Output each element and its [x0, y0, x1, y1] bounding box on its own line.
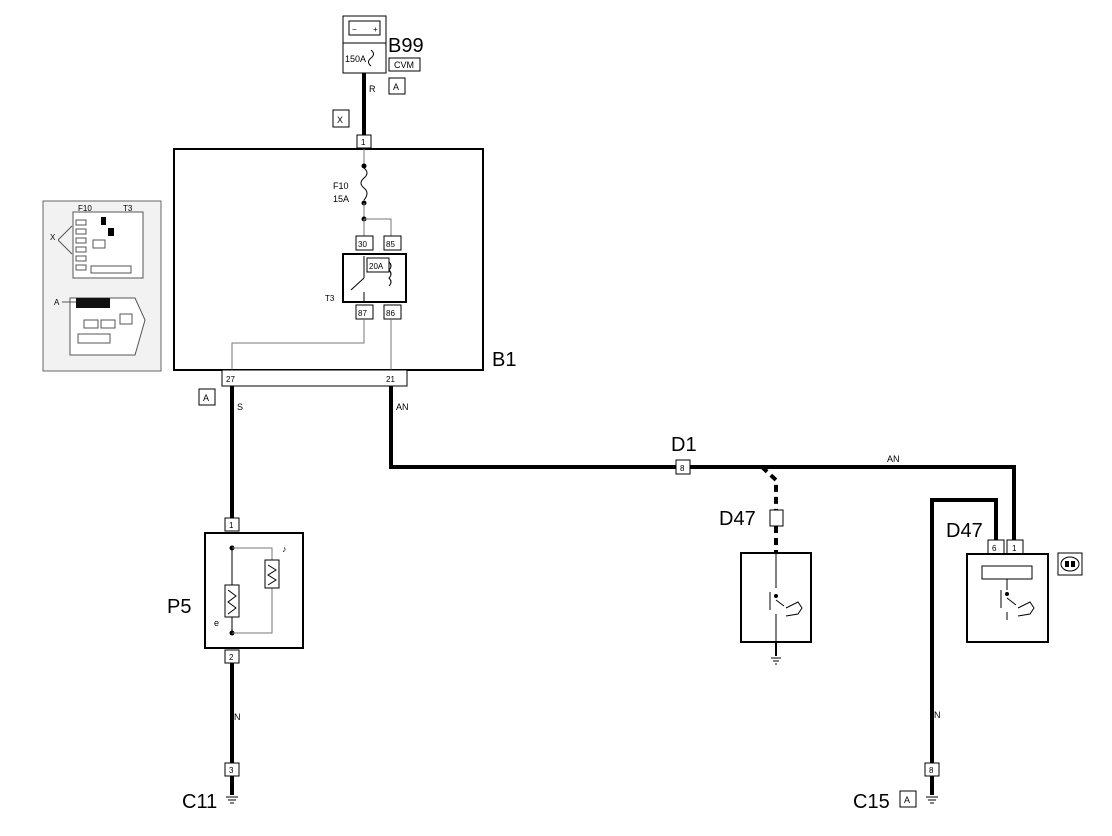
ref-a: A [203, 393, 209, 403]
relay-rating: 20A [369, 262, 384, 271]
relay-t3-label: T3 [325, 294, 335, 303]
ref-x: X [337, 115, 343, 125]
ref-a-box [198, 388, 216, 406]
wire-an2-label: AN [887, 454, 900, 464]
fuse-f10-label: F10 [333, 181, 349, 191]
wire-r-label: R [369, 84, 376, 94]
b1-pin-27: 27 [226, 375, 235, 384]
svg-text:−: − [352, 25, 357, 34]
c15-ref: A [904, 795, 910, 805]
c11-label: C11 [182, 791, 217, 813]
b1-pin-1: 1 [361, 138, 366, 147]
b1-pin-21: 21 [386, 375, 395, 384]
p5-label: P5 [167, 596, 191, 618]
relay-pin-87: 87 [358, 309, 367, 318]
c11-pin: 3 [229, 766, 234, 775]
b1-label: B1 [492, 349, 516, 371]
b1-fuse-box: B1 F10 15A 30 85 20A T3 87 86 [173, 148, 516, 371]
relay-pin-85: 85 [386, 240, 395, 249]
wire-n1-label: N [234, 712, 241, 722]
d1-pin: 8 [680, 464, 685, 473]
wire-n2-label: N [934, 710, 941, 720]
wire-an1-label: AN [396, 402, 409, 412]
inset-t3: T3 [123, 204, 133, 213]
c15-label: C15 [853, 791, 890, 813]
svg-text:+: + [373, 25, 378, 34]
wire-optional [760, 465, 778, 510]
d1-label: D1 [671, 434, 697, 456]
d47-left-label: D47 [719, 508, 756, 530]
d47-right-pin-1: 1 [1012, 544, 1017, 553]
d47-right-horn-switch [966, 553, 1049, 643]
b99-rating: 150A [345, 54, 366, 64]
ground-c15-icon [926, 796, 938, 804]
d47-right-pin-6: 6 [992, 544, 997, 553]
inset-f10: F10 [78, 204, 92, 213]
b99-ref: A [393, 82, 399, 92]
b99-tag: CVM [394, 60, 414, 70]
inset-x: X [50, 233, 56, 242]
inset-a: A [54, 298, 60, 307]
b1-connector [221, 369, 408, 387]
p5-symbol: e [214, 618, 219, 628]
p5-pin-1: 1 [229, 521, 234, 530]
d47-right-label: D47 [946, 520, 983, 542]
ground-c11-icon [226, 796, 238, 804]
connector-view-icon [1057, 552, 1083, 576]
relay-pin-86: 86 [386, 309, 395, 318]
relay-pin-30: 30 [358, 240, 367, 249]
b99-battery-block: − + 150A B99 CVM A R [342, 15, 424, 95]
p5-horn-relay: 1 ♪ e 2 P5 [167, 517, 304, 664]
wire-an [389, 386, 1016, 540]
fuse-f10-rating: 15A [333, 194, 349, 204]
b99-label: B99 [388, 35, 424, 57]
wire-n-c15 [930, 498, 998, 763]
ref-x-box [332, 109, 350, 128]
p5-pin-2: 2 [229, 653, 234, 662]
location-inset: F10 T3 X A [42, 200, 162, 372]
d47-left-horn-switch [740, 552, 812, 665]
c15-pin: 8 [929, 766, 934, 775]
svg-text:♪: ♪ [282, 544, 287, 554]
d1-connector [675, 459, 691, 475]
wire-s-label: S [237, 402, 243, 412]
